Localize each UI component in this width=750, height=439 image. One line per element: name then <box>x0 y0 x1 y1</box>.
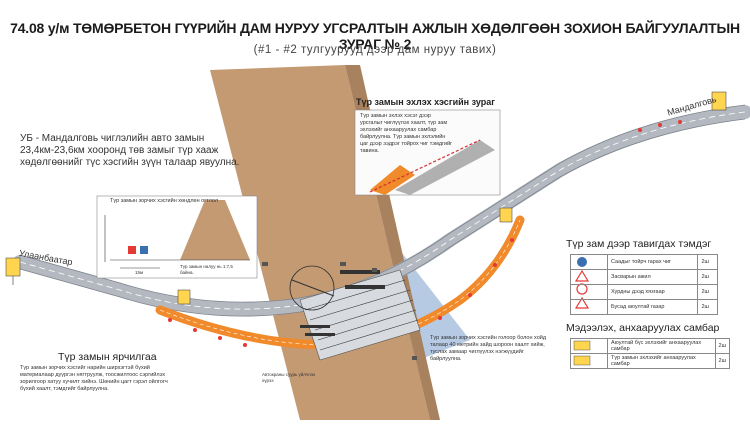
bottom-left-note: Түр замын зорчих хэсгийг нарийн ширхэгтэ… <box>20 365 168 392</box>
warning-board-right <box>711 91 727 111</box>
detail-road-sketch <box>369 139 495 195</box>
warning-board-left <box>5 257 21 285</box>
barrier-markers <box>168 120 682 347</box>
temp-road-section-title: Түр замын эхлэх хэсгийн зураг <box>356 97 495 107</box>
signs-table-title: Түр зам дээр тавигдах тэмдэг <box>566 238 712 250</box>
crane-radius-circle <box>289 265 335 311</box>
girders <box>300 270 385 336</box>
bridge-structure <box>299 269 421 361</box>
warning-table-title: Мэдээлэх, анхааруулах самбар <box>566 322 720 334</box>
crane-note: Түр замын зорчих хэсгийн голоор болон хо… <box>430 335 547 362</box>
crane-label: Автокраны суурь үйлчлэх хүрээ <box>262 372 316 383</box>
cross-section-sketch <box>104 200 250 269</box>
cross-section-dim: 15м <box>135 270 144 275</box>
warning-board-left2 <box>177 289 191 305</box>
warning-board-mid <box>499 207 513 223</box>
drawing-subtitle: (#1 - #2 тулгуурууд дээр дам нуруу тавих… <box>253 44 497 56</box>
main-road-edge-top <box>19 104 746 303</box>
drawing-title: 74.08 у/м ТӨМӨРБЕТОН ГҮҮРИЙН ДАМ НУРУУ У… <box>10 20 740 52</box>
left-route-note: УБ - Мандалговь чиглэлийн авто замын 23,… <box>20 133 240 168</box>
bottom-left-title: Түр замын ярчилгаа <box>58 351 157 363</box>
cross-section-title: Түр замын зорчих хэсгийн хөндлөн огтлол <box>110 198 219 204</box>
cross-section-note: Түр замын налуу нь 1:7,5 байна. <box>180 264 233 275</box>
marker-blocks <box>262 262 417 360</box>
temp-road-section-note: Түр замын эхлэх хэсэг дээр урсгалыг чигл… <box>360 113 453 154</box>
